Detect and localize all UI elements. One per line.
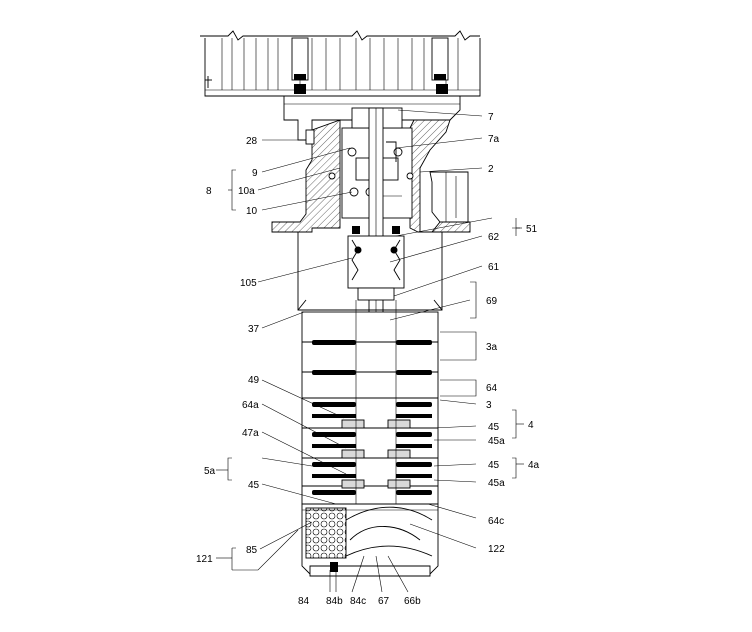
callout-47a: 47a: [242, 428, 259, 439]
callout-61: 61: [488, 262, 500, 273]
chamber-stack: [297, 232, 443, 505]
callout-49: 49: [248, 375, 260, 386]
callout-45a-2: 45a: [488, 478, 505, 489]
callout-10: 10: [246, 206, 258, 217]
callout-45-left: 45: [248, 480, 260, 491]
callout-4: 4: [528, 420, 534, 431]
callout-64c: 64c: [488, 516, 504, 527]
callout-3a: 3a: [486, 342, 498, 353]
callout-7a: 7a: [488, 134, 500, 145]
callout-84b: 84b: [326, 596, 343, 607]
callout-7: 7: [488, 112, 494, 123]
callout-85: 85: [246, 545, 258, 556]
callout-105: 105: [240, 278, 257, 289]
callout-5a: 5a: [204, 466, 216, 477]
callout-62: 62: [488, 232, 500, 243]
callout-3: 3: [486, 400, 492, 411]
callout-51: 51: [526, 224, 538, 235]
callout-84: 84: [298, 596, 310, 607]
callout-9: 9: [252, 168, 258, 179]
callout-67: 67: [378, 596, 390, 607]
callout-122: 122: [488, 544, 505, 555]
callout-37: 37: [248, 324, 260, 335]
callout-66b: 66b: [404, 596, 421, 607]
callout-84c: 84c: [350, 596, 366, 607]
leader-lines: [216, 109, 524, 593]
callout-10a: 10a: [238, 186, 255, 197]
callout-45-right-1: 45: [488, 422, 500, 433]
callout-64: 64: [486, 383, 498, 394]
callout-2: 2: [488, 164, 494, 175]
callout-8: 8: [206, 186, 212, 197]
callout-28: 28: [246, 136, 258, 147]
callout-45a-1: 45a: [488, 436, 505, 447]
callout-4a: 4a: [528, 460, 540, 471]
inlet-part: [301, 503, 439, 577]
callout-labels: 28 9 8 10a 10 105 37 49 64a 47a 5a 45 12…: [196, 112, 540, 607]
callout-69: 69: [486, 296, 498, 307]
callout-45-right-2: 45: [488, 460, 500, 471]
callout-121: 121: [196, 554, 213, 565]
shaft-seal: [347, 226, 405, 301]
callout-64a: 64a: [242, 400, 259, 411]
